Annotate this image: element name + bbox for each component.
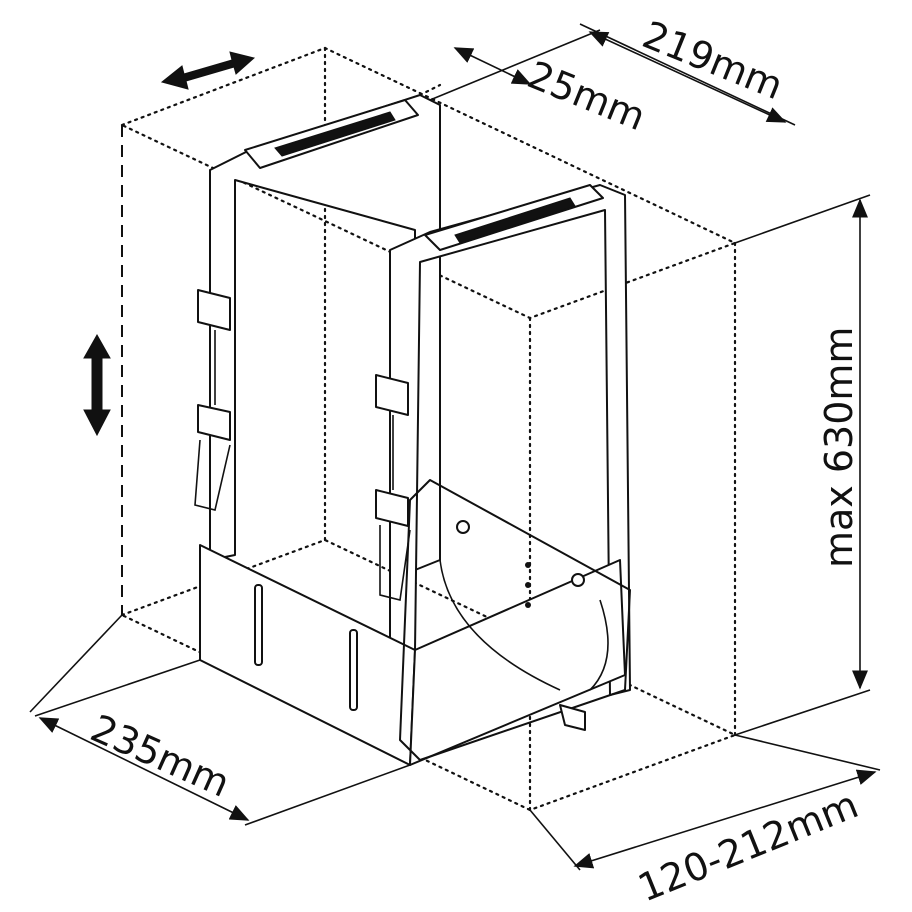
label-25mm: 25mm	[522, 53, 652, 140]
dimension-lines	[29, 23, 881, 871]
horizontal-double-arrow-icon	[160, 51, 256, 90]
label-max-630mm: max 630mm	[817, 327, 861, 568]
vertical-double-arrow-icon	[83, 333, 111, 437]
label-235mm: 235mm	[84, 706, 236, 806]
label-219mm: 219mm	[637, 13, 789, 109]
label-120-212mm: 120-212mm	[632, 782, 864, 910]
cpu-holder-bracket	[194, 94, 631, 766]
